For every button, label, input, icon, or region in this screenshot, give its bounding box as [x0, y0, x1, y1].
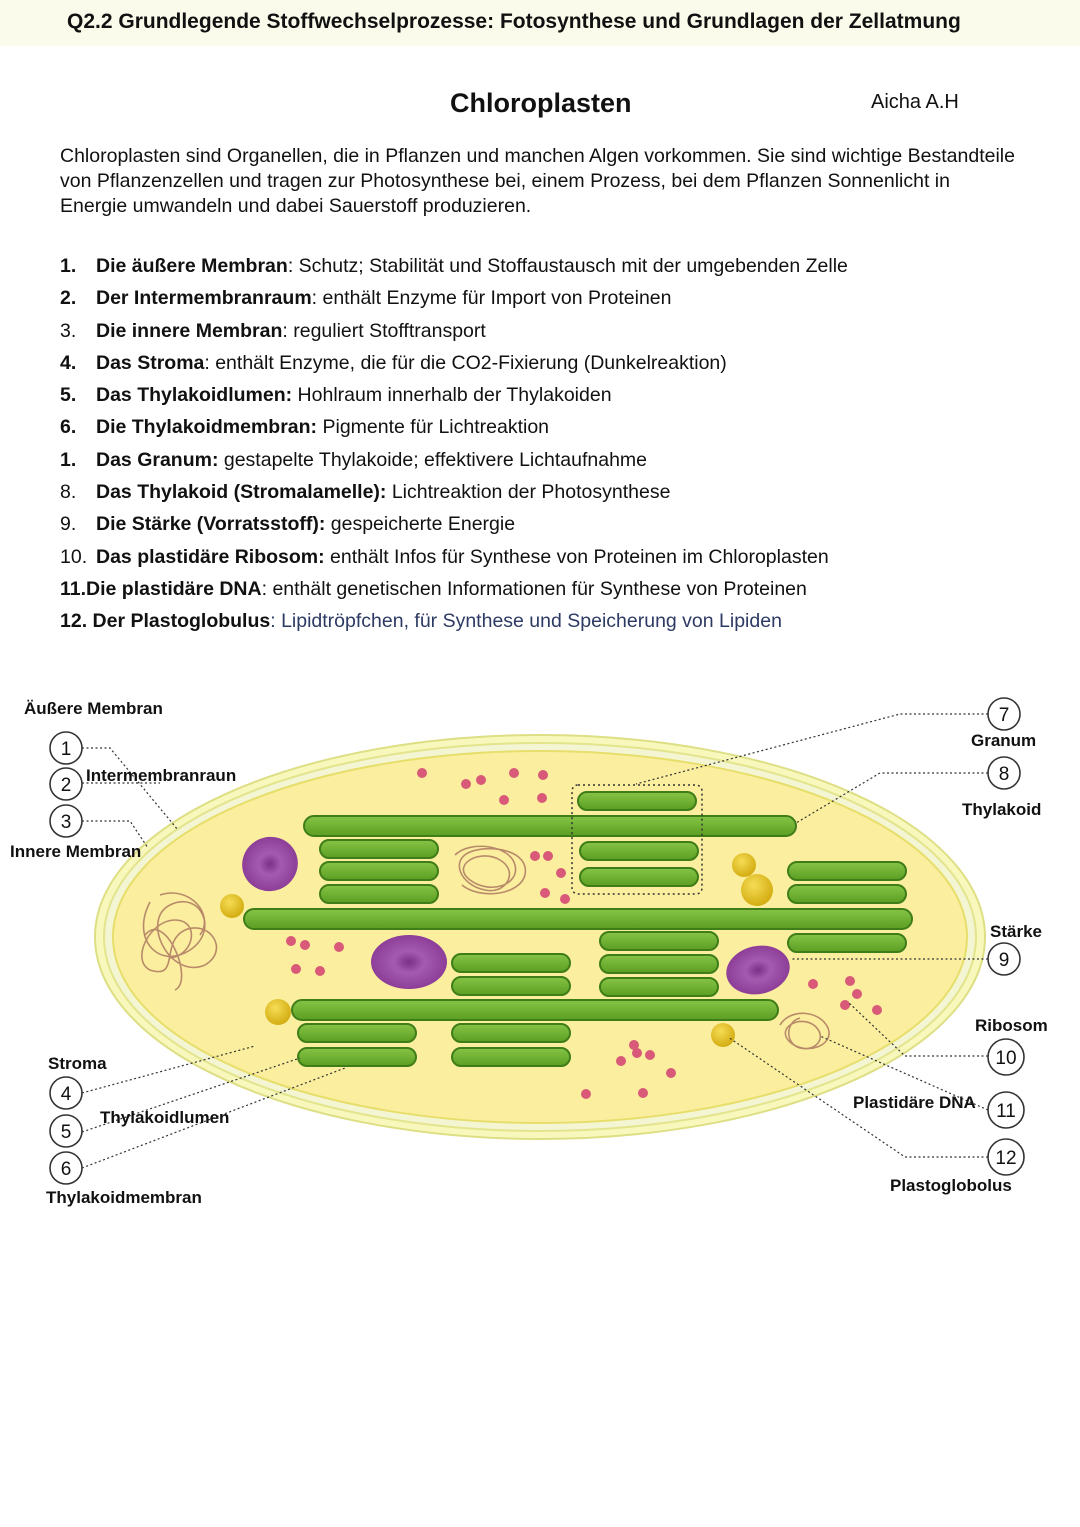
ribosome [334, 942, 344, 952]
ribosome [540, 888, 550, 898]
marker-2-text: 2 [61, 775, 72, 796]
ribosome [560, 894, 570, 904]
starch-grain [371, 935, 447, 989]
marker-5-text: 5 [61, 1122, 72, 1143]
ribosome [499, 795, 509, 805]
label-granum: Granum [971, 731, 1036, 750]
thylakoid-disc [320, 840, 438, 858]
list-item: 4.Das Stroma: enthält Enzyme, die für di… [60, 350, 848, 382]
list-item: 1.Das Granum: gestapelte Thylakoide; eff… [60, 447, 848, 479]
thylakoid-disc [298, 1048, 416, 1066]
label-thylakoid: Thylakoid [962, 800, 1041, 819]
stroma-lamella [244, 909, 912, 929]
thylakoid-disc [788, 885, 906, 903]
thylakoid-disc [452, 977, 570, 995]
ribosome [556, 868, 566, 878]
label-plastid-dna: Plastidäre DNA [853, 1093, 976, 1112]
document-title: Chloroplasten [450, 88, 632, 119]
thylakoid-disc [320, 885, 438, 903]
thylakoid-disc [580, 842, 698, 860]
stroma-lamella [304, 816, 796, 836]
label-intermembrane: Intermembranraun [86, 766, 236, 785]
marker-7-text: 7 [999, 705, 1010, 726]
thylakoid-disc [578, 792, 696, 810]
ribosome [509, 768, 519, 778]
ribosome [286, 936, 296, 946]
ribosome [852, 989, 862, 999]
label-outer-membrane: Äußere Membran [24, 699, 163, 718]
label-ribosome: Ribosom [975, 1016, 1048, 1035]
list-item: 9.Die Stärke (Vorratsstoff): gespeichert… [60, 511, 848, 543]
ribosome [638, 1088, 648, 1098]
ribosome [461, 779, 471, 789]
plastoglobulus [220, 894, 244, 918]
marker-10-text: 10 [995, 1048, 1016, 1069]
ribosome [840, 1000, 850, 1010]
component-list: 1.Die äußere Membran: Schutz; Stabilität… [60, 253, 848, 641]
list-item: 2.Der Intermembranraum: enthält Enzyme f… [60, 285, 848, 317]
ribosome [872, 1005, 882, 1015]
label-thylakoid-lumen: Thylakoidlumen [100, 1108, 229, 1127]
marker-4-text: 4 [61, 1084, 72, 1105]
marker-8-text: 8 [999, 764, 1010, 785]
intro-paragraph: Chloroplasten sind Organellen, die in Pf… [60, 144, 1020, 219]
plastoglobulus [741, 874, 773, 906]
thylakoid-disc [452, 1048, 570, 1066]
ribosome [645, 1050, 655, 1060]
list-item: 1.Die äußere Membran: Schutz; Stabilität… [60, 253, 848, 285]
header-bar: Q2.2 Grundlegende Stoffwechselprozesse: … [0, 0, 1080, 46]
ribosome [300, 940, 310, 950]
ribosome [537, 793, 547, 803]
plastoglobulus [265, 999, 291, 1025]
thylakoid-disc [788, 862, 906, 880]
ribosome [581, 1089, 591, 1099]
thylakoid-disc [320, 862, 438, 880]
label-inner-membrane: Innere Membran [10, 842, 141, 861]
marker-3-text: 3 [61, 812, 72, 833]
list-item: 3.Die innere Membran: reguliert Stofftra… [60, 318, 848, 350]
stroma-lamella [292, 1000, 778, 1020]
header-title: Q2.2 Grundlegende Stoffwechselprozesse: … [67, 10, 961, 34]
ribosome [538, 770, 548, 780]
author-name: Aicha A.H [871, 91, 959, 114]
plastoglobulus [732, 853, 756, 877]
label-stroma: Stroma [48, 1054, 107, 1073]
marker-1-text: 1 [61, 739, 72, 760]
thylakoid-disc [600, 932, 718, 950]
ribosome [632, 1048, 642, 1058]
ribosome [666, 1068, 676, 1078]
ribosome [476, 775, 486, 785]
thylakoid-disc [298, 1024, 416, 1042]
ribosome [616, 1056, 626, 1066]
ribosome [291, 964, 301, 974]
thylakoid-disc [452, 954, 570, 972]
label-plastoglobulus: Plastoglobolus [890, 1176, 1012, 1195]
list-item: 11.Die plastidäre DNA: enthält genetisch… [60, 576, 848, 608]
list-item: 12. Der Plastoglobulus: Lipidtröpfchen, … [60, 608, 848, 640]
ribosome [417, 768, 427, 778]
chloroplast-diagram: 1 2 3 4 5 6 7 8 9 10 11 12 Äußere Membra… [0, 680, 1080, 1220]
ribosome [315, 966, 325, 976]
plastoglobulus [711, 1023, 735, 1047]
list-item: 5.Das Thylakoidlumen: Hohlraum innerhalb… [60, 382, 848, 414]
thylakoid-disc [600, 955, 718, 973]
ribosome [808, 979, 818, 989]
ribosome [543, 851, 553, 861]
ribosome [845, 976, 855, 986]
marker-11-text: 11 [996, 1101, 1016, 1122]
marker-9-text: 9 [999, 950, 1010, 971]
marker-6-text: 6 [61, 1159, 72, 1180]
thylakoid-disc [600, 978, 718, 996]
list-item: 8.Das Thylakoid (Stromalamelle): Lichtre… [60, 479, 848, 511]
thylakoid-disc [580, 868, 698, 886]
marker-12-text: 12 [995, 1148, 1016, 1169]
label-starch: Stärke [990, 922, 1042, 941]
list-item: 6.Die Thylakoidmembran: Pigmente für Lic… [60, 414, 848, 446]
list-item: 10.Das plastidäre Ribosom: enthält Infos… [60, 544, 848, 576]
label-thylakoid-membrane: Thylakoidmembran [46, 1188, 202, 1207]
ribosome [530, 851, 540, 861]
thylakoid-disc [788, 934, 906, 952]
thylakoid-disc [452, 1024, 570, 1042]
